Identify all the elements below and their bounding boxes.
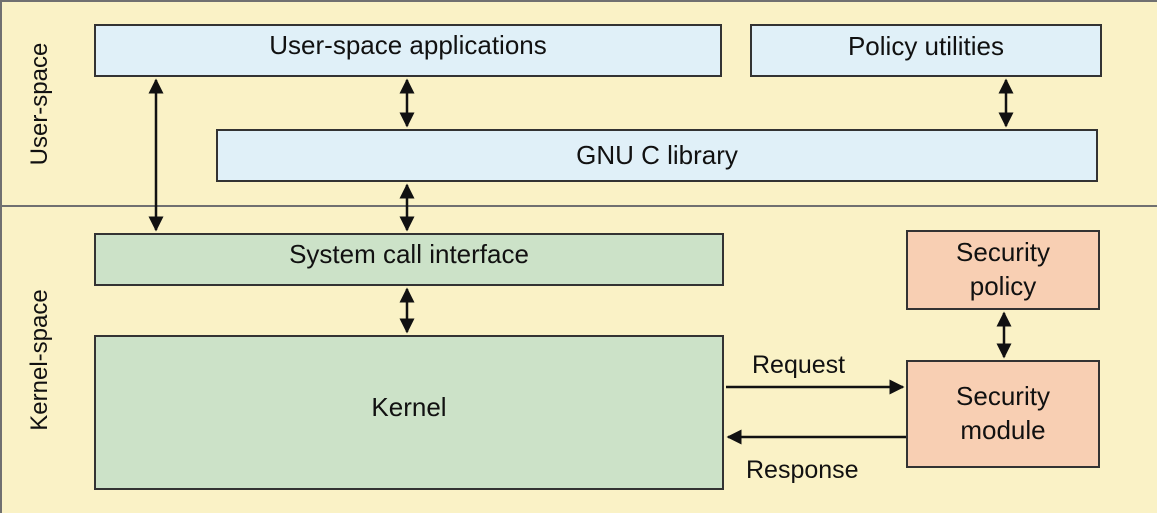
kernel-box: Kernel — [94, 335, 724, 490]
region-divider — [0, 205, 1157, 207]
security-policy-box: Security policy — [906, 230, 1100, 310]
request-label: Request — [752, 351, 846, 379]
security-module-box: Security module — [906, 360, 1100, 468]
kernel-label: Kernel — [371, 391, 447, 422]
security-module-label-line2: module — [960, 415, 1046, 445]
left-border — [0, 0, 2, 513]
system-call-interface-box: System call interface — [94, 233, 724, 286]
security-module-label-line1: Security — [956, 381, 1050, 412]
response-label: Response — [746, 456, 859, 484]
gnu-c-library-label: GNU C library — [576, 139, 738, 170]
security-policy-label-line2: policy — [969, 271, 1037, 301]
policy-utilities-box: Policy utilities — [750, 24, 1102, 77]
top-border — [0, 0, 1157, 2]
user-space-applications-box: User-space applications — [94, 24, 722, 77]
policy-utilities-label: Policy utilities — [847, 30, 1005, 61]
gnu-c-library-box: GNU C library — [216, 129, 1098, 182]
user-space-applications-label: User-space applications — [269, 29, 547, 60]
system-call-interface-label: System call interface — [289, 238, 529, 269]
security-policy-label-line1: Security — [956, 237, 1050, 268]
